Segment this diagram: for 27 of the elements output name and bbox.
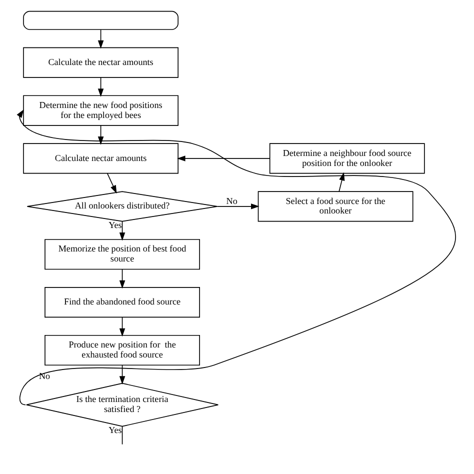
arrow <box>97 77 104 97</box>
node-box: Determine a neighbour food source position for the onlooker <box>268 143 424 174</box>
node-box: Calculate the nectar amounts <box>22 47 178 78</box>
arrow <box>118 316 125 337</box>
connector <box>121 426 122 445</box>
arrow <box>106 173 116 194</box>
node-box: Determine the new food positions for the employed bees <box>22 95 178 126</box>
arrow <box>176 156 270 162</box>
edge-label: No <box>226 196 237 206</box>
arrow <box>97 29 104 49</box>
node-box: Memorize the position of best food source <box>44 239 200 270</box>
node-box: Calculate nectar amounts <box>22 143 178 174</box>
arrow <box>16 109 456 406</box>
node-box: Find the abandoned food source <box>44 287 200 318</box>
arrow <box>216 204 259 210</box>
node-diamond: Is the termination criteria satisfied ? <box>25 382 218 427</box>
node-diamond: All onlookers distributed? <box>26 191 218 222</box>
edge-label: Yes <box>108 425 122 436</box>
arrow <box>118 364 125 384</box>
arrow <box>118 220 125 241</box>
arrow <box>118 268 125 289</box>
node-box <box>22 10 178 30</box>
arrow <box>338 172 344 192</box>
arrow <box>97 125 104 145</box>
node-box: Produce new position for the exhausted food source <box>44 334 200 366</box>
edge-label: Yes <box>108 220 122 230</box>
node-box: Select a food source for the onlooker <box>257 191 413 222</box>
